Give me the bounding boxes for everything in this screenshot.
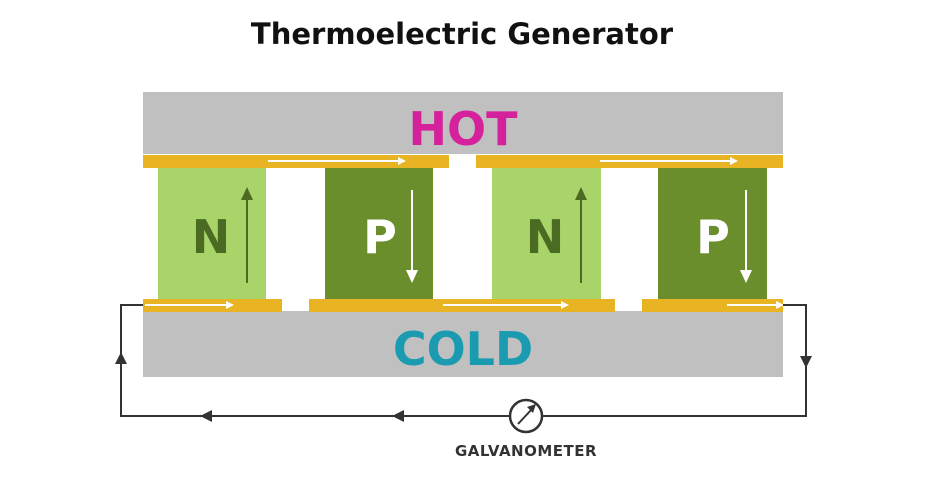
cold-plate [143,311,783,377]
leg-n-2: N [492,168,601,299]
leg-label: N [192,210,231,264]
leg-n-1: N [158,168,266,299]
circuit-arrow-down [800,356,812,368]
bottom-conductor-3 [642,299,783,312]
galvanometer-label: GALVANOMETER [455,442,597,460]
leg-p-1: P [325,168,433,299]
cold-label: COLD [393,322,533,376]
hot-plate [143,92,783,154]
leg-p-2: P [658,168,767,299]
circuit-arrow-up [115,352,127,364]
diagram-title: Thermoelectric Generator [251,17,674,51]
hot-label: HOT [409,102,519,156]
galvanometer-icon [508,398,544,434]
circuit-arrow-left-1 [392,410,404,422]
leg-label: N [526,210,565,264]
leg-label: P [363,210,397,264]
circuit-arrow-left-2 [200,410,212,422]
leg-label: P [696,210,730,264]
